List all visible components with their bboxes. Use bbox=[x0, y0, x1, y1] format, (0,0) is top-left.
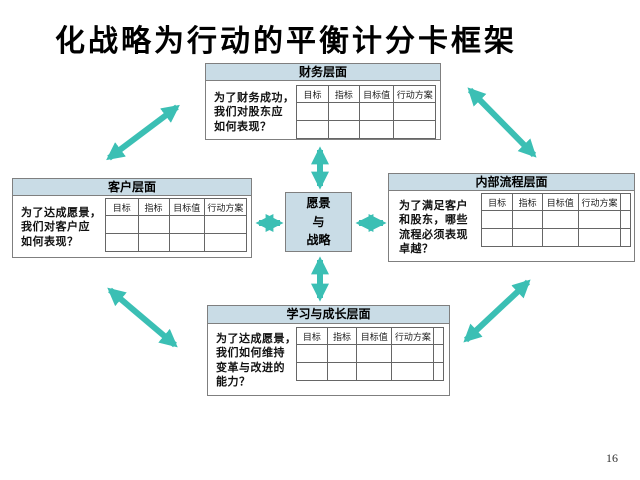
financial-question: 为了财务成功， 我们对股东应 如何表现？ bbox=[214, 92, 295, 133]
col-indicator: 指标 bbox=[326, 327, 358, 345]
table-row bbox=[105, 215, 248, 234]
col-sliver bbox=[620, 193, 631, 211]
table-row bbox=[296, 362, 444, 381]
col-target: 目标值 bbox=[168, 198, 205, 216]
col-goal: 目标 bbox=[105, 198, 139, 216]
internal-process-question: 为了满足客户 和股东，哪些 流程必须表现 卓越？ bbox=[399, 200, 468, 255]
financial-table: 目标 指标 目标值 行动方案 bbox=[295, 85, 436, 139]
col-target: 目标值 bbox=[358, 85, 395, 103]
arrow-learning-internal bbox=[463, 279, 531, 343]
learning-growth-table: 目标 指标 目标值 行动方案 bbox=[296, 327, 444, 381]
col-indicator: 指标 bbox=[512, 193, 544, 211]
col-target: 目标值 bbox=[356, 327, 393, 345]
arrow-customer-learning bbox=[107, 287, 178, 348]
table-row bbox=[480, 228, 631, 247]
table-row bbox=[105, 233, 248, 252]
col-goal: 目标 bbox=[295, 85, 330, 103]
col-action: 行动方案 bbox=[393, 85, 436, 103]
internal-process-box-title: 内部流程层面 bbox=[389, 174, 634, 191]
table-row bbox=[295, 102, 436, 121]
col-action: 行动方案 bbox=[203, 198, 248, 216]
learning-growth-box: 学习与成长层面 为了达成愿景， 我们如何维持 变革与改进的 能力？ 目标 指标 … bbox=[207, 305, 450, 396]
internal-process-box: 内部流程层面 为了满足客户 和股东，哪些 流程必须表现 卓越？ 目标 指标 目标… bbox=[388, 173, 635, 262]
page-number: 16 bbox=[606, 451, 618, 465]
internal-process-table: 目标 指标 目标值 行动方案 bbox=[480, 193, 631, 247]
col-action: 行动方案 bbox=[391, 327, 435, 345]
learning-growth-question: 为了达成愿景， 我们如何维持 变革与改进的 能力？ bbox=[216, 333, 297, 388]
customer-question: 为了达成愿景， 我们对客户应 如何表现？ bbox=[21, 207, 102, 248]
vision-strategy-box: 愿景 与 战略 bbox=[285, 192, 352, 252]
col-indicator: 指标 bbox=[328, 85, 360, 103]
learning-growth-box-title: 学习与成长层面 bbox=[208, 306, 449, 324]
table-row bbox=[295, 120, 436, 139]
col-action: 行动方案 bbox=[577, 193, 622, 211]
financial-box: 财务层面 为了财务成功， 我们对股东应 如何表现？ 目标 指标 目标值 行动方案 bbox=[205, 63, 441, 140]
customer-box: 客户层面 为了达成愿景， 我们对客户应 如何表现？ 目标 指标 目标值 行动方案 bbox=[12, 178, 252, 258]
col-goal: 目标 bbox=[480, 193, 514, 211]
col-goal: 目标 bbox=[296, 327, 328, 345]
table-row bbox=[296, 344, 444, 363]
col-target: 目标值 bbox=[542, 193, 579, 211]
col-sliver bbox=[433, 327, 444, 345]
slide-title: 化战略为行动的平衡计分卡框架 bbox=[55, 25, 517, 58]
customer-table: 目标 指标 目标值 行动方案 bbox=[105, 198, 248, 252]
customer-box-title: 客户层面 bbox=[13, 179, 251, 196]
financial-box-title: 财务层面 bbox=[206, 64, 440, 81]
arrow-customer-financial bbox=[106, 104, 180, 161]
arrow-financial-internal bbox=[467, 87, 537, 158]
col-indicator: 指标 bbox=[137, 198, 170, 216]
table-row bbox=[480, 210, 631, 229]
